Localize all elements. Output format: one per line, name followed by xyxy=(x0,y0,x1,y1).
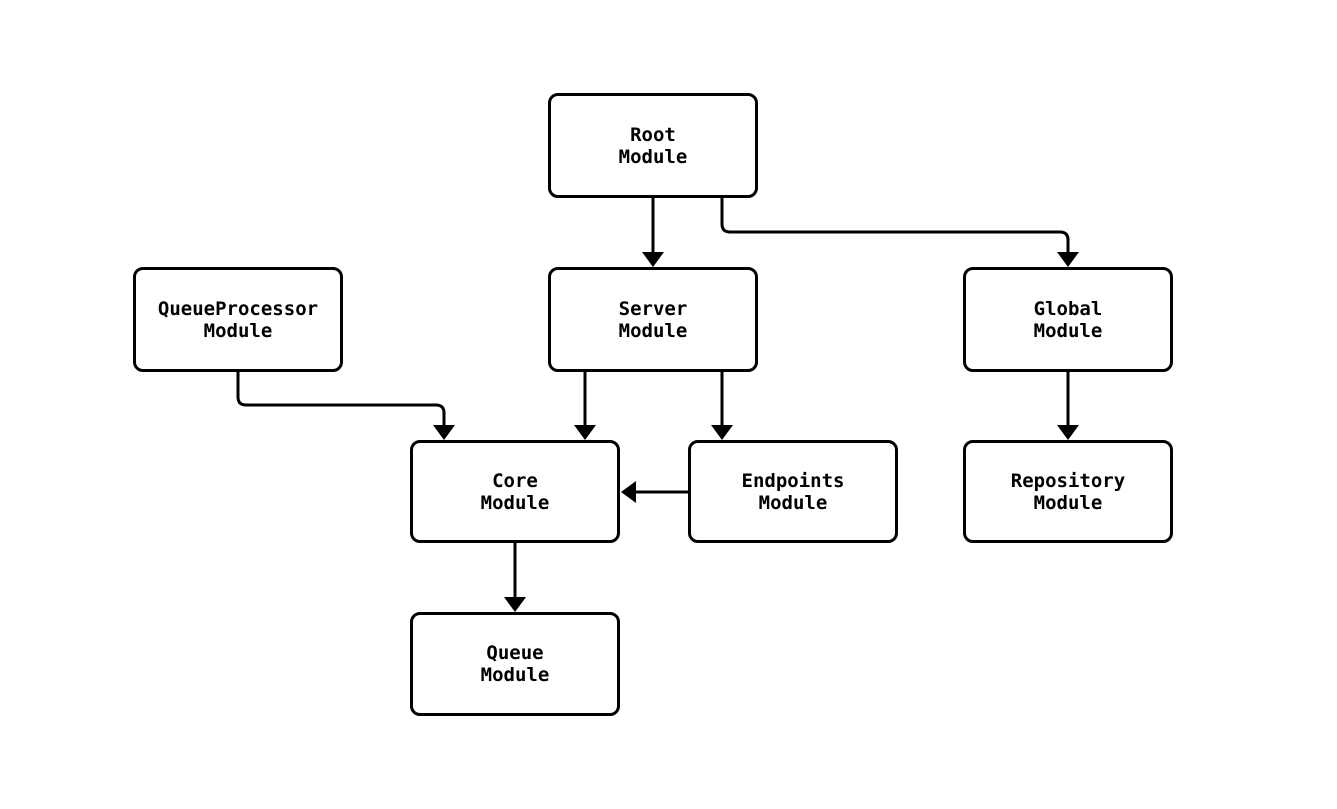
edge-server-to-core xyxy=(574,372,596,440)
node-root-module: Root Module xyxy=(548,93,758,198)
node-core-module-label: Core Module xyxy=(480,469,550,514)
edge-core-to-queue xyxy=(504,543,526,612)
arrowhead-icon xyxy=(621,481,636,503)
edge-server-to-endpoints xyxy=(711,372,733,440)
node-queueprocessor-module-label: QueueProcessor Module xyxy=(157,297,319,342)
arrowhead-icon xyxy=(642,252,664,267)
node-global-module-label: Global Module xyxy=(1033,297,1103,342)
node-server-module-label: Server Module xyxy=(618,297,688,342)
arrowhead-icon xyxy=(504,597,526,612)
arrowhead-icon xyxy=(1057,425,1079,440)
arrowhead-icon xyxy=(433,425,455,440)
node-core-module: Core Module xyxy=(410,440,620,543)
node-repository-module-label: Repository Module xyxy=(1010,469,1126,514)
arrowhead-icon xyxy=(1057,252,1079,267)
node-repository-module: Repository Module xyxy=(963,440,1173,543)
edge-queueprocessor-to-core xyxy=(236,372,455,440)
node-queue-module-label: Queue Module xyxy=(480,642,550,686)
edge-endpoints-to-core xyxy=(621,481,688,503)
arrowhead-icon xyxy=(574,425,596,440)
node-queue-module: Queue Module xyxy=(410,612,620,716)
node-queueprocessor-module: QueueProcessor Module xyxy=(133,267,343,372)
arrowhead-icon xyxy=(711,425,733,440)
node-endpoints-module-label: Endpoints Module xyxy=(741,469,845,514)
edge-root-to-global xyxy=(720,198,1079,267)
node-global-module: Global Module xyxy=(963,267,1173,372)
edge-global-to-repository xyxy=(1057,372,1079,440)
node-server-module: Server Module xyxy=(548,267,758,372)
node-root-module-label: Root Module xyxy=(618,123,688,168)
edge-root-to-server xyxy=(642,198,664,267)
node-endpoints-module: Endpoints Module xyxy=(688,440,898,543)
